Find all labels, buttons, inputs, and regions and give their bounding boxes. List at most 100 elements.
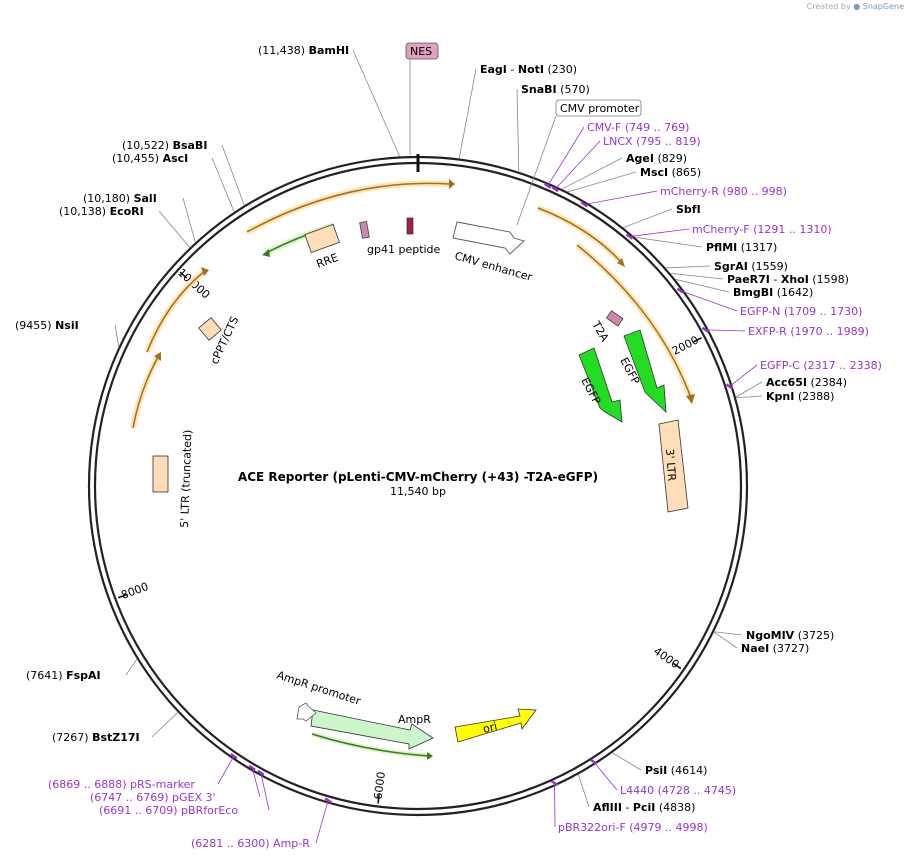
site-leader-afliii: [577, 774, 590, 808]
site-label-afliii: AflIII - PciI (4838): [593, 801, 695, 814]
gp41-marker-left[interactable]: [359, 221, 370, 239]
tick-6000: [377, 794, 380, 804]
gp41-peptide-marker[interactable]: [406, 217, 414, 235]
primer-labels: CMV-F (749 .. 769)LNCX (795 .. 819)mCher…: [48, 121, 882, 850]
rre-box[interactable]: [304, 223, 341, 254]
primer-leader-pbrforeco: [260, 772, 270, 811]
site-label-ecori: (10,138) EcoRI: [59, 205, 144, 218]
t2a-label: T2A: [589, 318, 612, 344]
site-psii[interactable]: PsiI (4614): [612, 752, 707, 777]
arc-green-rre-head: [262, 249, 270, 257]
primer-lncx[interactable]: LNCX (795 .. 819): [551, 135, 701, 193]
site-leader-nsii: [114, 324, 120, 347]
primer-exfp-r[interactable]: EXFP-R (1970 .. 1989): [701, 325, 869, 338]
site-snabi[interactable]: SnaBI (570): [516, 83, 590, 172]
site-leader-paer7i: [670, 272, 724, 280]
site-bstz17i[interactable]: (7267) BstZ17I: [52, 712, 179, 744]
map-title: ACE Reporter (pLenti-CMV-mCherry (+43) -…: [238, 470, 598, 484]
ltr5-box[interactable]: [152, 455, 169, 493]
site-naei[interactable]: NaeI (3727): [713, 631, 809, 655]
site-bmgbi[interactable]: BmgBI (1642): [675, 278, 813, 299]
ampr-arrow[interactable]: [310, 709, 434, 750]
primer-prs-marker[interactable]: (6869 .. 6888) pRS-marker: [48, 753, 238, 791]
map-length: 11,540 bp: [390, 485, 446, 498]
primer-label-cmv-f: CMV-F (749 .. 769): [587, 121, 689, 134]
site-label-eagi: EagI - NotI (230): [480, 63, 577, 76]
egfp-arrow-inner[interactable]: [578, 347, 623, 423]
tick-label-4000: 4000: [651, 645, 681, 672]
site-leader-eagi: [458, 68, 477, 159]
primer-amp-r[interactable]: (6281 .. 6300) Amp-R: [191, 797, 332, 850]
site-bsabi[interactable]: (10,522) BsaBI: [122, 139, 245, 206]
primer-pbr322ori-f[interactable]: pBR322ori-F (4979 .. 4998): [550, 780, 708, 834]
site-leader-fspai: [125, 658, 138, 676]
site-sali[interactable]: (10,180) SalI: [83, 192, 196, 243]
site-nsii[interactable]: (9455) NsiI: [15, 319, 120, 347]
site-bamhi[interactable]: (11,438) BamHI: [258, 44, 401, 157]
primer-leader-egfp-c: [729, 364, 758, 387]
snapgene-logo-icon: ●: [853, 2, 861, 11]
nes-tag[interactable]: [405, 42, 439, 60]
restriction-sites: EagI - NotI (230) SnaBI (570)AgeI (829)Ms…: [15, 44, 849, 814]
credit-brand: SnapGene: [862, 2, 904, 11]
site-eagi[interactable]: EagI - NotI (230): [458, 63, 577, 159]
site-label-pflmi: PflMI (1317): [706, 241, 777, 254]
primer-label-egfp-c: EGFP-C (2317 .. 2338): [760, 359, 882, 372]
primer-pgex-3[interactable]: (6747 .. 6769) pGEX 3': [90, 764, 261, 804]
egfp-arrow-outer[interactable]: [623, 329, 667, 413]
primer-pbrforeco[interactable]: (6691 .. 6709) pBRforEco: [99, 769, 270, 817]
site-acc65i[interactable]: Acc65I (2384): [735, 376, 847, 398]
site-label-ngomiv: NgoMIV (3725): [746, 629, 834, 642]
site-sgrai[interactable]: SgrAI (1559): [665, 260, 788, 273]
site-leader-pflmi: [634, 236, 703, 248]
primer-l4440[interactable]: L4440 (4728 .. 4745): [590, 758, 736, 797]
cppt-cts-box[interactable]: [198, 317, 222, 341]
site-agei[interactable]: AgeI (829): [561, 152, 687, 190]
primer-label-pgex-3: (6747 .. 6769) pGEX 3': [90, 791, 216, 804]
site-label-naei: NaeI (3727): [741, 642, 809, 655]
site-sbfi[interactable]: SbfI: [623, 203, 701, 228]
arc-orange-2-head: [617, 258, 625, 267]
primer-label-pbr322ori-f: pBR322ori-F (4979 .. 4998): [558, 821, 708, 834]
site-leader-acc65i: [735, 381, 763, 398]
primer-leader-pgex-3: [251, 767, 261, 798]
site-afliii[interactable]: AflIII - PciI (4838): [577, 774, 695, 814]
site-leader-kpni: [735, 395, 763, 399]
cmv-promoter-label: CMV promoter: [560, 102, 640, 115]
arc-orange-1-head: [449, 179, 455, 189]
arc-orange-2-line: [537, 207, 623, 264]
ltr3-box[interactable]: [658, 419, 689, 513]
site-msci[interactable]: MscI (865): [567, 166, 701, 193]
site-ecori[interactable]: (10,138) EcoRI: [59, 205, 191, 248]
primer-leader-prs-marker: [217, 755, 235, 785]
site-leader-bsabi: [221, 144, 245, 206]
primer-mcherry-r[interactable]: mCherry-R (980 .. 998): [580, 185, 787, 208]
tick-label-8000: 8000: [119, 580, 150, 602]
ampr-promoter-arrow[interactable]: [296, 702, 317, 722]
tick-8000: [117, 593, 127, 599]
site-pflmi[interactable]: PflMI (1317): [634, 236, 777, 254]
t2a-marker[interactable]: [605, 310, 624, 327]
primer-egfp-c[interactable]: EGFP-C (2317 .. 2338): [725, 359, 882, 390]
site-fspai[interactable]: (7641) FspAI: [26, 658, 138, 682]
snapgene-credit: Created by ● SnapGene: [807, 2, 904, 11]
site-label-kpni: KpnI (2388): [766, 390, 834, 403]
cmv-enhancer-arrow[interactable]: [452, 221, 525, 255]
primer-mcherry-f[interactable]: mCherry-F (1291 .. 1310): [625, 223, 832, 240]
arc-orange-1-line: [246, 182, 450, 233]
site-leader-sgrai: [665, 265, 711, 269]
site-kpni[interactable]: KpnI (2388): [735, 390, 834, 403]
site-paer7i[interactable]: PaeR7I - XhoI (1598): [670, 272, 849, 286]
arc-orange-5: [130, 355, 161, 429]
primer-egfp-n[interactable]: EGFP-N (1709 .. 1730): [676, 287, 862, 318]
site-ngomiv[interactable]: NgoMIV (3725): [714, 629, 834, 642]
site-asci[interactable]: (10,455) AscI: [112, 152, 235, 213]
primer-cmv-f[interactable]: CMV-F (749 .. 769): [543, 121, 690, 189]
tick-label-2000: 2000: [670, 333, 701, 357]
cmv-promoter-tag[interactable]: [555, 99, 642, 117]
site-label-sali: (10,180) SalI: [83, 192, 157, 205]
ori-arrow[interactable]: [454, 708, 537, 743]
tick-label-6000: 6000: [372, 771, 388, 800]
site-leader-snabi: [516, 88, 520, 172]
